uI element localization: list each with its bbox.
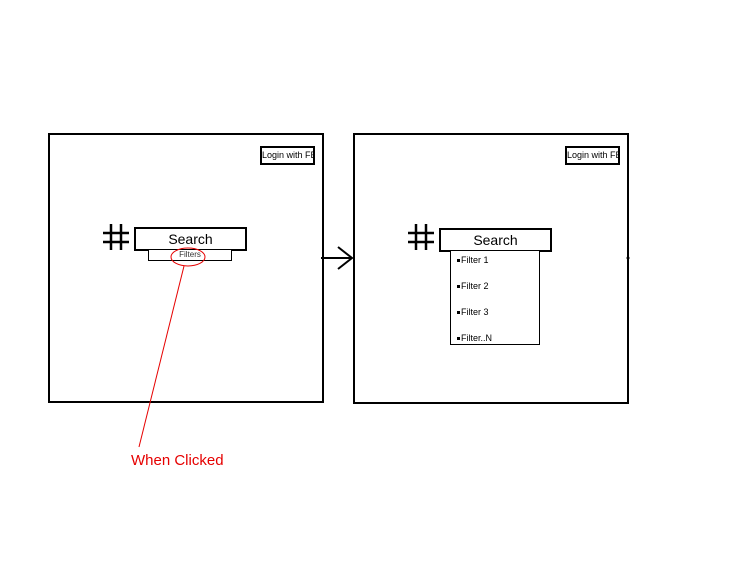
hash-icon[interactable] [407, 223, 435, 251]
filter-option[interactable]: Filter 3 [457, 307, 489, 318]
search-input[interactable]: Search [439, 228, 552, 252]
filters-button[interactable]: Filters [148, 250, 232, 261]
hash-icon[interactable] [102, 223, 130, 251]
annotation-caption: When Clicked [131, 452, 224, 469]
filter-option[interactable]: Filter 2 [457, 281, 489, 292]
bullet-icon [457, 311, 460, 315]
search-input[interactable]: Search [134, 227, 247, 251]
login-fb-button[interactable]: Login with FB [260, 146, 315, 165]
bullet-icon [457, 259, 460, 263]
bullet-icon [457, 285, 460, 289]
filters-dropdown: Filter 1 Filter 2 Filter 3 Filter..N [450, 251, 540, 345]
arrow-right-icon [321, 246, 354, 270]
bullet-icon [457, 337, 460, 341]
wireframe-after: Login with FB Search Filter 1 Filter 2 F… [353, 133, 629, 404]
filter-option[interactable]: Filter..N [457, 333, 492, 344]
filter-option[interactable]: Filter 1 [457, 255, 489, 266]
login-fb-button[interactable]: Login with FB [565, 146, 620, 165]
wireframe-before: Login with FB Search Filters [48, 133, 324, 403]
